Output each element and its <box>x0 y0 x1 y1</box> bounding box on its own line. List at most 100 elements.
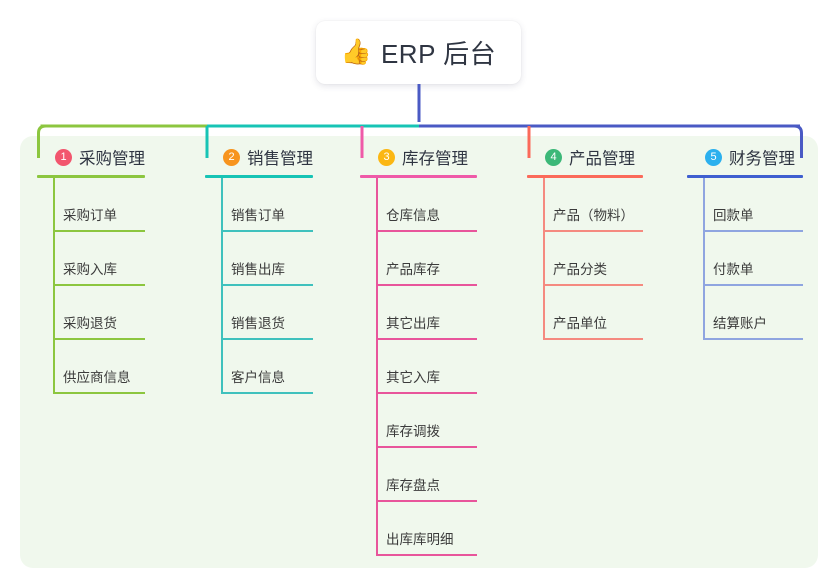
list-item[interactable]: 销售订单 <box>205 178 313 232</box>
item-label: 采购订单 <box>63 208 117 223</box>
column-title: 库存管理 <box>402 150 468 168</box>
list-item[interactable]: 客户信息 <box>205 340 313 394</box>
column-badge-icon: 2 <box>223 148 240 166</box>
item-underline <box>376 554 477 556</box>
column-items: 产品（物料） 产品分类产品单位 <box>527 178 643 340</box>
list-item[interactable]: 仓库信息 <box>360 178 477 232</box>
item-connector-stem <box>221 340 223 394</box>
item-connector-stem <box>53 178 55 232</box>
item-connector-stem <box>221 232 223 286</box>
list-item[interactable]: 采购订单 <box>37 178 145 232</box>
column-title: 采购管理 <box>79 150 145 168</box>
column-items: 回款单付款单结算账户 <box>687 178 803 340</box>
list-item[interactable]: 付款单 <box>687 232 803 286</box>
column-badge-icon: 1 <box>55 148 72 166</box>
item-label: 供应商信息 <box>63 370 131 385</box>
item-underline <box>221 284 313 286</box>
item-connector-stem <box>376 178 378 232</box>
item-label: 仓库信息 <box>386 208 440 223</box>
item-label: 销售出库 <box>231 262 285 277</box>
column-badge-icon: 5 <box>705 148 722 166</box>
thumbs-up-icon: 👍 <box>340 38 372 66</box>
item-underline <box>221 230 313 232</box>
item-connector-stem <box>703 286 705 340</box>
list-item[interactable]: 结算账户 <box>687 286 803 340</box>
list-item[interactable]: 产品库存 <box>360 232 477 286</box>
column-2: 2 销售管理销售订单销售出库销售退货客户信息 <box>205 144 313 394</box>
list-item[interactable]: 采购入库 <box>37 232 145 286</box>
root-node-title: ERP 后台 <box>380 39 497 69</box>
column-items: 采购订单采购入库采购退货供应商信息 <box>37 178 145 394</box>
column-title: 财务管理 <box>729 150 795 168</box>
item-underline <box>53 230 145 232</box>
list-item[interactable]: 供应商信息 <box>37 340 145 394</box>
item-connector-stem <box>543 232 545 286</box>
item-connector-stem <box>221 178 223 232</box>
column-header-2[interactable]: 2 销售管理 <box>205 144 313 170</box>
item-underline <box>376 284 477 286</box>
item-underline <box>376 230 477 232</box>
item-underline <box>53 392 145 394</box>
item-connector-stem <box>376 232 378 286</box>
column-items: 销售订单销售出库销售退货客户信息 <box>205 178 313 394</box>
item-underline <box>221 392 313 394</box>
column-items: 仓库信息产品库存其它出库其它入库库存调拨库存盘点出库库明细 <box>360 178 477 556</box>
item-connector-stem <box>376 448 378 502</box>
list-item[interactable]: 采购退货 <box>37 286 145 340</box>
item-underline <box>703 284 803 286</box>
item-underline <box>703 338 803 340</box>
list-item[interactable]: 产品单位 <box>527 286 643 340</box>
item-label: 客户信息 <box>231 370 285 385</box>
column-underline <box>527 175 643 178</box>
root-node-content: 👍 ERP 后台 <box>341 34 496 71</box>
column-title: 销售管理 <box>247 150 313 168</box>
item-label: 销售订单 <box>231 208 285 223</box>
item-label: 付款单 <box>713 262 754 277</box>
list-item[interactable]: 产品分类 <box>527 232 643 286</box>
item-underline <box>543 230 643 232</box>
item-connector-stem <box>376 340 378 394</box>
list-item[interactable]: 其它入库 <box>360 340 477 394</box>
item-underline <box>376 338 477 340</box>
column-badge-icon: 4 <box>545 148 562 166</box>
column-header-3[interactable]: 3 库存管理 <box>360 144 477 170</box>
item-connector-stem <box>53 340 55 394</box>
item-connector-stem <box>543 178 545 232</box>
column-underline <box>687 175 803 178</box>
column-underline <box>360 175 477 178</box>
column-3: 3 库存管理仓库信息产品库存其它出库其它入库库存调拨库存盘点出库库明细 <box>360 144 477 556</box>
item-connector-stem <box>221 286 223 340</box>
column-header-1[interactable]: 1 采购管理 <box>37 144 145 170</box>
item-label: 采购入库 <box>63 262 117 277</box>
list-item[interactable]: 库存盘点 <box>360 448 477 502</box>
item-underline <box>53 338 145 340</box>
item-label: 出库库明细 <box>386 532 454 547</box>
column-header-5[interactable]: 5 财务管理 <box>687 144 803 170</box>
item-label: 库存盘点 <box>386 478 440 493</box>
item-label: 产品单位 <box>553 316 607 331</box>
list-item[interactable]: 销售退货 <box>205 286 313 340</box>
item-label: 采购退货 <box>63 316 117 331</box>
item-underline <box>543 284 643 286</box>
column-underline <box>37 175 145 178</box>
item-label: 销售退货 <box>231 316 285 331</box>
item-connector-stem <box>376 502 378 556</box>
list-item[interactable]: 出库库明细 <box>360 502 477 556</box>
item-underline <box>221 338 313 340</box>
column-5: 5 财务管理回款单付款单结算账户 <box>687 144 803 340</box>
item-underline <box>53 284 145 286</box>
list-item[interactable]: 产品（物料） <box>527 178 643 232</box>
item-label: 产品（物料） <box>553 208 634 223</box>
list-item[interactable]: 销售出库 <box>205 232 313 286</box>
root-node-card[interactable]: 👍 ERP 后台 <box>316 21 521 84</box>
list-item[interactable]: 回款单 <box>687 178 803 232</box>
list-item[interactable]: 库存调拨 <box>360 394 477 448</box>
column-badge-icon: 3 <box>378 148 395 166</box>
column-1: 1 采购管理采购订单采购入库采购退货供应商信息 <box>37 144 145 394</box>
item-connector-stem <box>53 232 55 286</box>
list-item[interactable]: 其它出库 <box>360 286 477 340</box>
item-connector-stem <box>376 286 378 340</box>
item-label: 其它出库 <box>386 316 440 331</box>
